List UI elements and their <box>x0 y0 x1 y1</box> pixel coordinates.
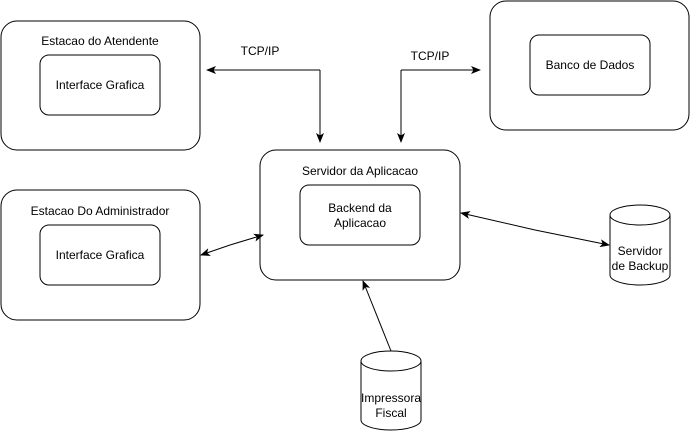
interface-grafica-atendente-box <box>39 54 161 116</box>
node-estacao-atendente: Estacao do Atendente Interface Grafica <box>0 20 201 151</box>
node-servidor-aplicacao: Servidor da Aplicacao Backend da Aplicac… <box>259 149 461 281</box>
interface-grafica-administrador-label: Interface Grafica <box>56 248 145 262</box>
edge-backup-servidor <box>460 211 536 231</box>
edge-tcp-right-label: TCP/IP <box>411 49 450 63</box>
node-banco-de-dados-server: Banco de Dados <box>489 0 690 131</box>
node-estacao-administrador: Estacao Do Administrador Interface Grafi… <box>0 189 201 321</box>
edges: TCP/IP TCP/IP <box>200 44 610 352</box>
estacao-atendente-label: Estacao do Atendente <box>41 34 159 48</box>
node-servidor-backup: Servidor de Backup <box>609 204 671 286</box>
edge-tcp-left-label: TCP/IP <box>241 44 280 58</box>
impressora-fiscal-label-line1: Impressora <box>361 391 421 405</box>
edge-administrador-servidor <box>229 233 264 246</box>
backend-aplicacao-box <box>299 184 421 246</box>
impressora-fiscal-cylinder-top <box>360 350 422 372</box>
banco-de-dados-box <box>529 34 651 96</box>
backend-aplicacao-label-line1: Backend da <box>328 201 392 215</box>
estacao-administrador-label: Estacao Do Administrador <box>31 204 170 218</box>
banco-de-dados-label: Banco de Dados <box>546 58 635 72</box>
servidor-aplicacao-label: Servidor da Aplicacao <box>302 164 418 178</box>
backend-aplicacao-label-line2: Aplicacao <box>334 216 386 230</box>
impressora-fiscal-label-line2: Fiscal <box>375 406 406 420</box>
interface-grafica-administrador-box <box>39 224 161 286</box>
edge-servidor-backup <box>534 229 610 248</box>
impressora-fiscal-cylinder-body <box>360 361 422 431</box>
interface-grafica-atendente-label: Interface Grafica <box>56 78 145 92</box>
servidor-backup-label-line1: Servidor <box>618 244 663 258</box>
servidor-backup-cylinder-top <box>609 204 671 226</box>
node-impressora-fiscal: Impressora Fiscal <box>360 350 422 431</box>
edge-servidor-administrador <box>200 244 231 256</box>
edge-impressora-servidor <box>362 280 392 352</box>
servidor-backup-label-line2: de Backup <box>612 259 669 273</box>
servidor-backup-cylinder-body <box>609 215 671 286</box>
